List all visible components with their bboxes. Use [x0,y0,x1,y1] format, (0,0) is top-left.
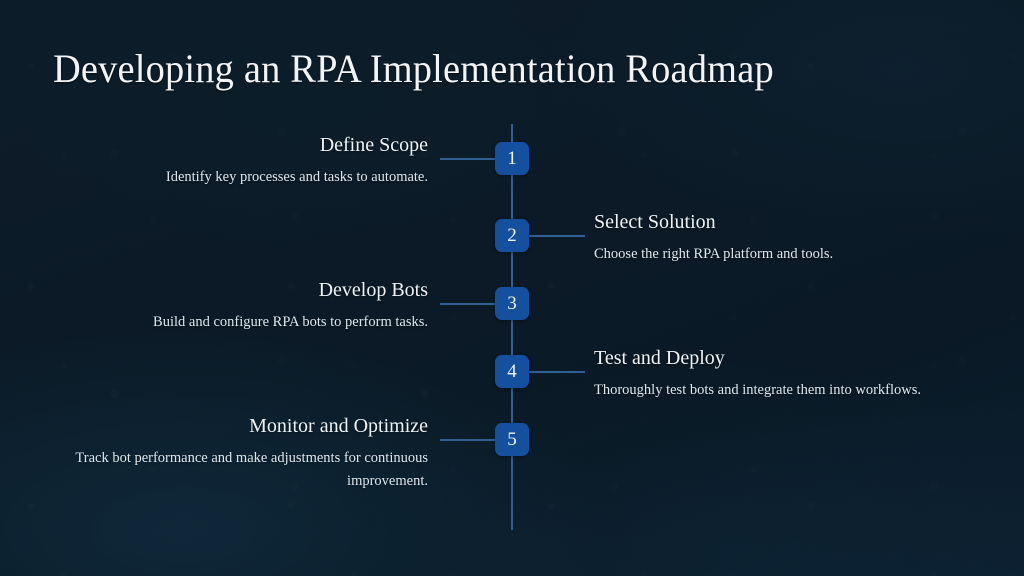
timeline-connector-4 [527,371,585,373]
timeline-badge-1[interactable]: 1 [495,142,529,175]
step-heading-5: Monitor and Optimize [249,415,428,437]
timeline-step-4: Test and Deploy Thoroughly test bots and… [594,346,934,402]
step-heading-1: Define Scope [319,134,428,156]
step-description-5: Track bot performance and make adjustmen… [75,450,428,489]
step-description-2: Choose the right RPA platform and tools. [594,246,834,262]
step-description-3: Build and configure RPA bots to perform … [153,314,428,330]
timeline-badge-2[interactable]: 2 [495,219,529,252]
timeline-step-2: Select Solution Choose the right RPA pla… [594,210,954,266]
timeline-badge-5[interactable]: 5 [495,423,529,456]
step-heading-4: Test and Deploy [594,347,725,369]
timeline-step-3: Develop Bots Build and configure RPA bot… [68,278,428,334]
step-heading-2: Select Solution [594,211,716,233]
step-heading-3: Develop Bots [318,279,428,301]
timeline-connector-1 [440,158,498,160]
step-description-4: Thoroughly test bots and integrate them … [594,382,922,398]
timeline-spine [511,124,513,530]
timeline-step-1: Define Scope Identify key processes and … [68,133,428,189]
timeline-connector-3 [440,303,498,305]
step-description-1: Identify key processes and tasks to auto… [165,169,428,185]
timeline-badge-4[interactable]: 4 [495,355,529,388]
timeline-step-5: Monitor and Optimize Track bot performan… [68,414,428,493]
timeline-badge-3[interactable]: 3 [495,287,529,320]
timeline-connector-2 [527,235,585,237]
page-title: Developing an RPA Implementation Roadmap [53,46,774,91]
timeline-connector-5 [440,439,498,441]
